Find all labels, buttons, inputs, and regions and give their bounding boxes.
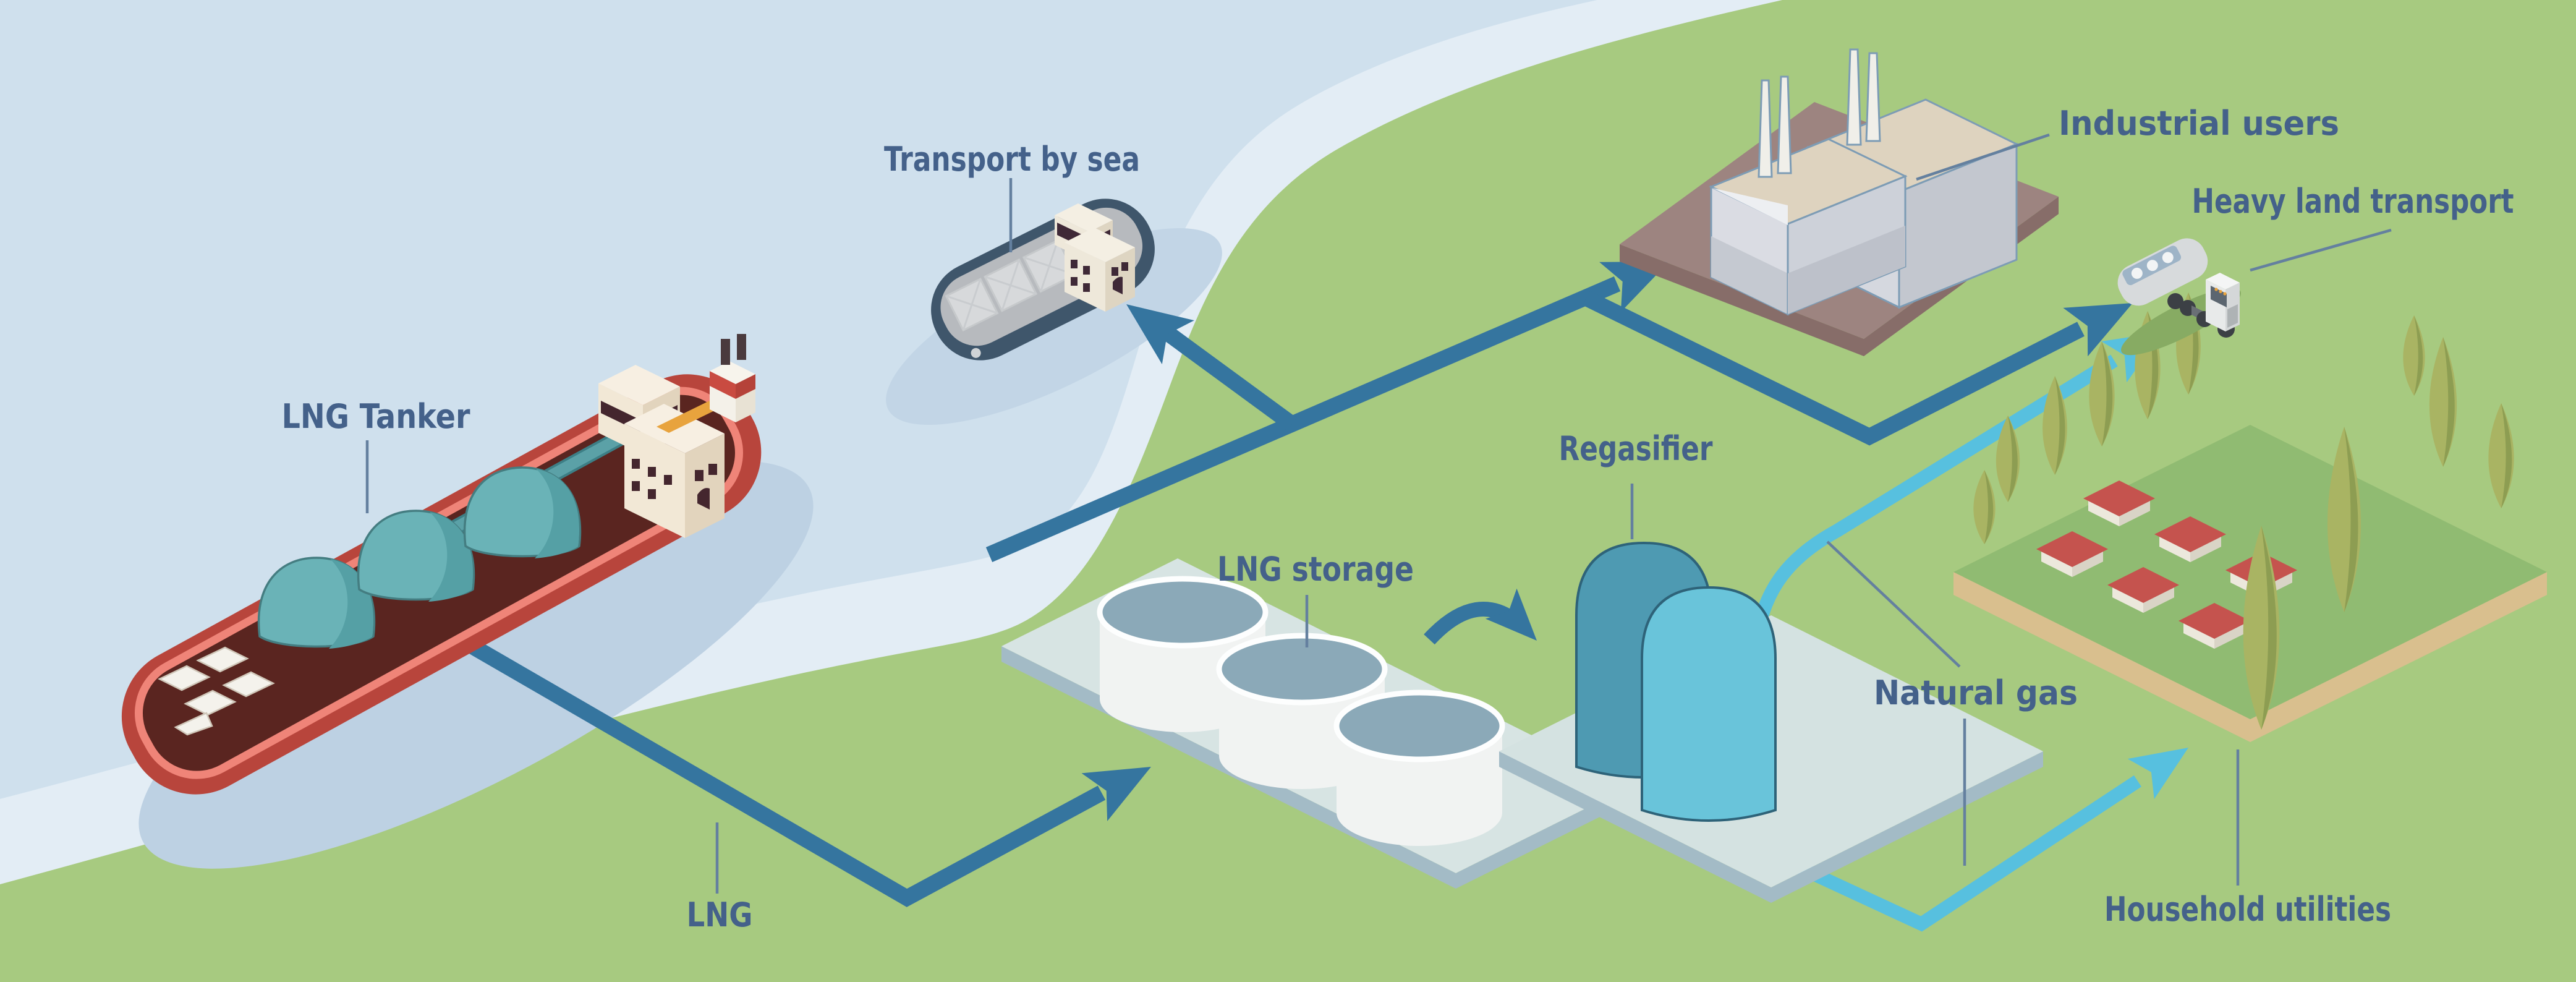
tanker-gas-dome-2 [357,510,475,602]
tree [2089,341,2115,446]
label-household-utilities: Household utilities [2104,890,2391,929]
tree [1973,470,1996,544]
arrowhead-into-regasifier [1485,588,1537,641]
cargo-porthole [971,348,981,358]
label-natural-gas: Natural gas [1874,673,2078,712]
house [2036,531,2108,577]
house [2107,567,2179,613]
lng-flow-arrowheads [1081,262,2133,821]
tree [1996,416,2020,502]
label-lng: LNG [687,895,753,934]
arrowhead-into-storage [1081,767,1151,821]
factory-chimneys [1758,48,1881,178]
truck-trailer-tank [2117,238,2208,306]
tree [2327,427,2361,612]
gas-pipe-to-houses [1785,775,2142,932]
chimney-2 [1777,75,1792,174]
regasifier-site [1499,541,2043,903]
connector-heavy-land-transport [2250,228,2392,272]
connector-natural-gas-upper [1826,540,1961,668]
diagram-labels: Transport by sea LNG Tanker Industrial u… [282,104,2514,934]
chimney-1 [1758,79,1773,178]
arrowhead-to-houses-gas [2127,748,2188,800]
cargo-superstructure [1055,203,1135,312]
chimney-3 [1846,48,1862,146]
house [2083,480,2155,526]
label-lng-storage: LNG storage [1217,550,1414,589]
industrial-users-factory [1620,48,2059,356]
label-industrial-users: Industrial users [2059,104,2339,143]
house [2154,516,2226,562]
arrowhead-to-sea-ship [1126,304,1194,365]
connector-industrial-users [1916,133,2050,181]
label-lng-tanker: LNG Tanker [282,397,470,436]
label-heavy-land-transport: Heavy land transport [2192,182,2514,221]
tree [2403,315,2425,396]
arrowhead-to-truck-lng [2063,303,2133,357]
cargo-ship [931,199,1155,361]
arrow-branch-to-sea-ship [1162,326,1297,431]
tree [2043,376,2067,475]
tanker-funnel [710,334,755,422]
lng-storage-site [1001,558,1632,889]
truck-cab [2206,273,2240,331]
label-regasifier: Regasifier [1559,429,1713,468]
cargo-hatches [945,239,1076,332]
tree [2243,526,2280,730]
tanker-cargo-crates [158,646,275,736]
label-connectors [365,133,2392,894]
tanker-superstructure [598,334,755,538]
lng-tanker-ship [121,334,762,795]
tanker-orange-walkway [657,400,723,433]
tree [2488,403,2514,508]
tanker-shadow [138,461,814,869]
tanker-truck [2117,238,2241,356]
storage-tank-3 [1333,690,1505,846]
chimney-4 [1865,52,1881,142]
arrow-storage-to-factory [985,276,1621,562]
label-transport-by-sea: Transport by sea [884,140,1140,179]
truck-wheel [2167,293,2183,309]
tanker-gas-dome-3 [463,466,582,558]
household-utilities-area [1953,292,2547,742]
tree [2429,337,2457,467]
cargo-windows [1071,260,1128,294]
tanker-windows [632,459,717,510]
regasifier-tank-light [1641,586,1777,822]
arrow-tanker-to-storage [425,614,1106,907]
house [2179,603,2250,649]
factory-building-front [1709,138,1908,316]
arrow-branch-to-truck [1583,291,2085,446]
arrowhead-into-factory [1599,262,1669,312]
